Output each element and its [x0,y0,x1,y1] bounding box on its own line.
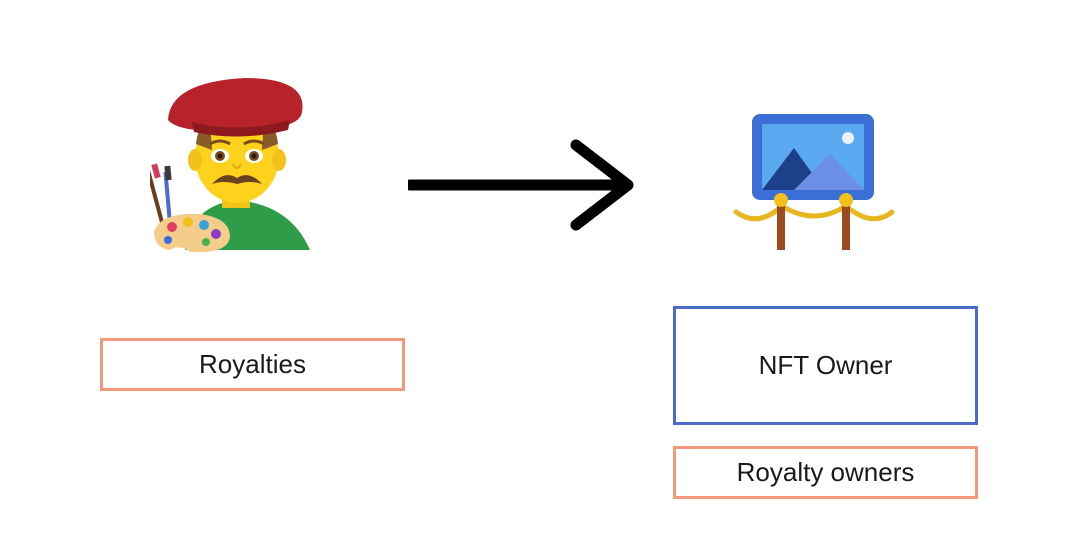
royalty-owners-box: Royalty owners [673,446,978,499]
framed-picture-icon [732,108,897,253]
royalties-label: Royalties [199,349,306,379]
nft-owner-label: NFT Owner [758,350,893,380]
royalty-owners-label: Royalty owners [736,457,915,487]
artist-icon [146,72,320,253]
nft-owner-box: NFT Owner [673,306,978,425]
royalties-box: Royalties [100,338,405,391]
right-arrow-icon [404,135,638,235]
